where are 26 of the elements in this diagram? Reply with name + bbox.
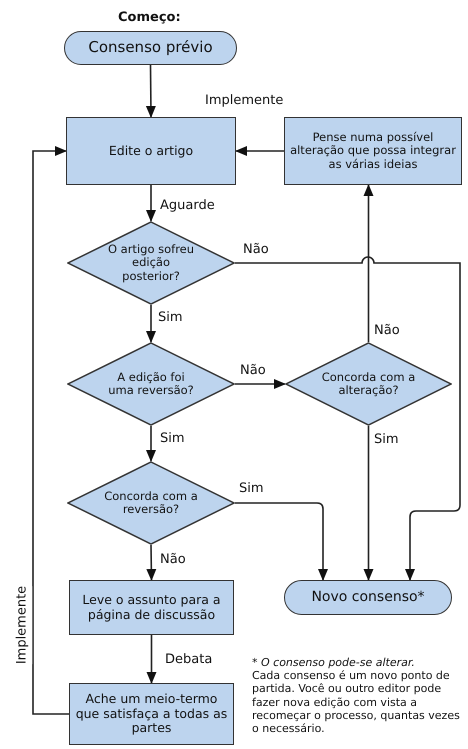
process-box: Leve o assunto para a página de discussão bbox=[69, 580, 234, 635]
decision-diamond: Concorda com a alteração? bbox=[285, 342, 452, 426]
decision-diamond: A edição foi uma reversão? bbox=[67, 342, 235, 426]
arrow bbox=[146, 305, 156, 343]
arrow bbox=[146, 65, 156, 118]
process-box: Edite o artigo bbox=[66, 117, 236, 185]
footnote-heading: * O consenso pode-se alterar. bbox=[252, 656, 416, 670]
arrow bbox=[235, 256, 461, 581]
process-box: Pense numa possível alteração que possa integrar as várias ideias bbox=[284, 117, 462, 185]
arrow bbox=[146, 426, 156, 462]
arrow bbox=[146, 185, 156, 222]
footnote-text: Cada consenso é um novo ponto de partida. Você ou outro editor pode fazer nova edição com vista a recomeçar o processo, quantas vezes o necessário. bbox=[252, 669, 461, 736]
arrow bbox=[235, 146, 284, 156]
decision-diamond: O artigo sofreu edição posterior? bbox=[67, 221, 235, 305]
arrow bbox=[32, 146, 69, 715]
start-heading: Começo: bbox=[118, 9, 181, 27]
arrow bbox=[146, 544, 156, 581]
arrow bbox=[364, 184, 374, 342]
terminal-pill: Novo consenso* bbox=[284, 580, 452, 615]
decision-diamond: Concorda com a reversão? bbox=[67, 461, 235, 545]
terminal-pill: Consenso prévio bbox=[64, 31, 237, 65]
arrow bbox=[235, 502, 328, 581]
process-box: Ache um meio-termo que satisfaça a todas as partes bbox=[69, 683, 234, 745]
arrow bbox=[235, 379, 286, 389]
arrow bbox=[364, 426, 374, 581]
arrow bbox=[146, 635, 156, 684]
